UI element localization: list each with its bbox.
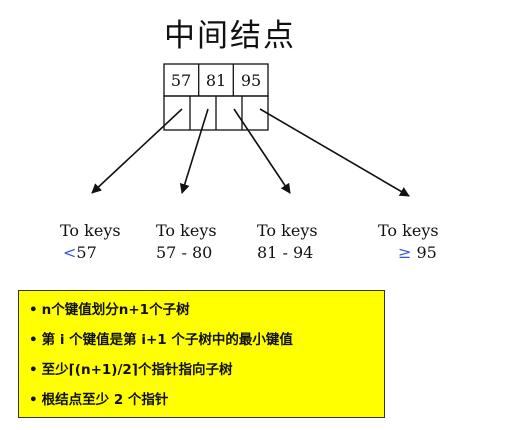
pointer-arrow-4 [259, 108, 410, 197]
child-pointer-arrows [91, 108, 410, 197]
destination-range: 57 - 80 [156, 243, 213, 262]
destination-keys-81-94: To keys 81 - 94 [257, 220, 318, 264]
greater-equal-symbol: ≥ [398, 243, 412, 262]
node-key-1: 57 [171, 71, 191, 90]
bullet-icon: • [29, 332, 38, 348]
destination-range: 95 [416, 243, 437, 262]
rule-item: •至少⌈(n+1)/2⌉个指针指向子树 [29, 362, 233, 378]
bullet-icon: • [29, 392, 38, 408]
destination-keys-ge-95: To keys ≥ 95 [378, 220, 439, 264]
bullet-icon: • [29, 362, 38, 378]
pointer-arrow-3 [233, 108, 291, 194]
destination-keys-57-80: To keys 57 - 80 [156, 220, 217, 264]
rule-item: •根结点至少 2 个指针 [29, 392, 169, 408]
pointer-arrow-2 [179, 108, 209, 194]
bplus-internal-node-diagram: 57 81 95 [91, 63, 410, 197]
destination-heading: To keys [60, 221, 121, 240]
destination-range: 81 - 94 [257, 243, 314, 262]
node-key-2: 81 [206, 71, 226, 90]
pointer-arrow-1 [91, 108, 183, 194]
destination-heading: To keys [378, 221, 439, 240]
rule-item: •第 i 个键值是第 i+1 个子树中的最小键值 [29, 332, 293, 348]
less-than-symbol: < [63, 243, 77, 262]
destination-keys-lt-57: To keys <57 [60, 220, 121, 264]
destination-range: 57 [76, 243, 97, 262]
node-pointer-row [163, 95, 269, 131]
node-key-3: 95 [241, 71, 261, 90]
rule-item: •n个键值划分n+1个子树 [29, 302, 190, 318]
destination-heading: To keys [257, 221, 318, 240]
bullet-icon: • [29, 302, 38, 318]
destination-heading: To keys [156, 221, 217, 240]
node-title: 中间结点 [164, 18, 296, 54]
rules-note-box: •n个键值划分n+1个子树 •第 i 个键值是第 i+1 个子树中的最小键值 •… [18, 290, 385, 418]
